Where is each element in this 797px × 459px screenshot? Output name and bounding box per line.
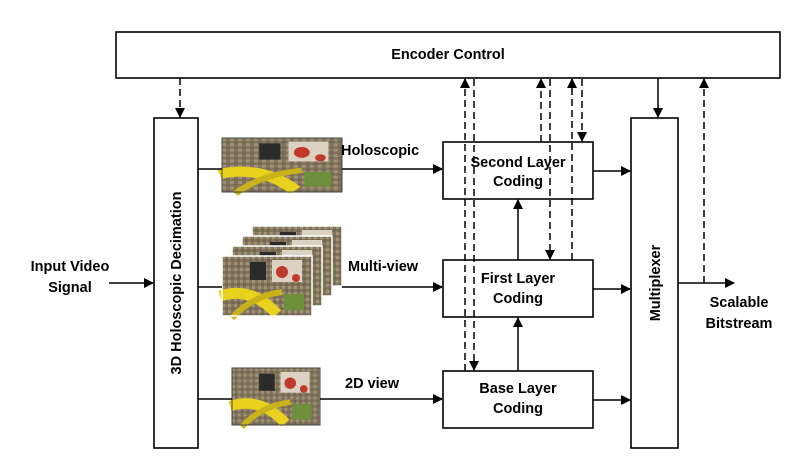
holoscopic-image bbox=[219, 138, 342, 194]
multiview-label: Multi-view bbox=[348, 259, 419, 275]
holoscopic-label: Holoscopic bbox=[341, 143, 419, 159]
first-layer-label-line1: First Layer bbox=[481, 271, 555, 287]
base-layer-coding-block: Base Layer Coding bbox=[442, 370, 594, 429]
second-layer-coding-block: Second Layer Coding bbox=[442, 141, 594, 200]
multiplexer-label: Multiplexer bbox=[648, 244, 664, 321]
output-label-line2: Bitstream bbox=[706, 316, 773, 332]
multiplexer-block: Multiplexer bbox=[630, 117, 679, 449]
2d-view-label: 2D view bbox=[345, 376, 400, 392]
output-label-line1: Scalable bbox=[710, 295, 769, 311]
solid-connectors bbox=[109, 78, 735, 405]
input-label-line2: Signal bbox=[48, 280, 92, 296]
first-layer-label-line2: Coding bbox=[493, 291, 543, 307]
second-layer-label-line1: Second Layer bbox=[470, 155, 565, 171]
encoder-control-label: Encoder Control bbox=[391, 47, 505, 63]
input-label-line1: Input Video bbox=[31, 259, 110, 275]
multiview-frame-4 bbox=[220, 256, 312, 318]
base-layer-label-line1: Base Layer bbox=[479, 381, 557, 397]
decimation-label: 3D Holoscopic Decimation bbox=[169, 192, 185, 375]
multiview-image-stack bbox=[220, 226, 342, 318]
2d-view-image bbox=[230, 368, 320, 427]
dashed-control-connectors bbox=[175, 78, 709, 371]
encoder-control-block: Encoder Control bbox=[115, 31, 781, 79]
decimation-block: 3D Holoscopic Decimation bbox=[153, 117, 199, 449]
first-layer-coding-block: First Layer Coding bbox=[442, 259, 594, 318]
second-layer-label-line2: Coding bbox=[493, 174, 543, 190]
base-layer-label-line2: Coding bbox=[493, 401, 543, 417]
